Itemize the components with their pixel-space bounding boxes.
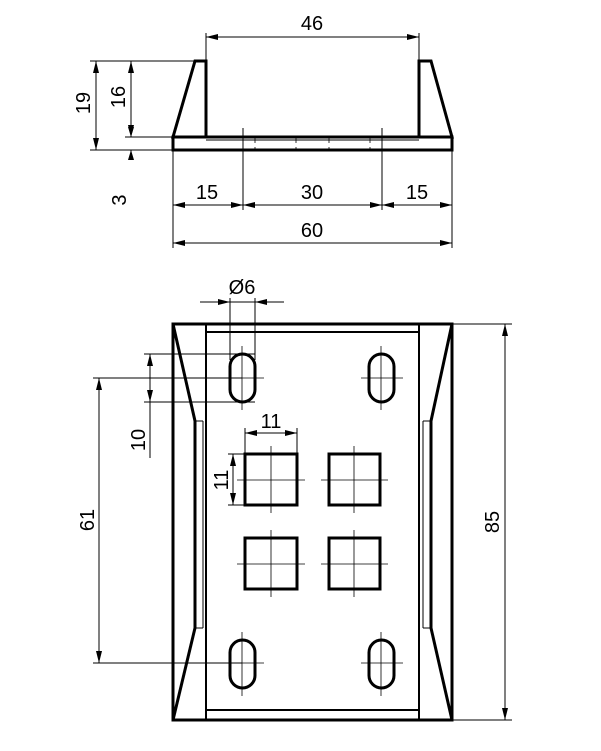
side-left-flange [171, 59, 208, 139]
dim-16-label: 16 [108, 86, 130, 108]
plan-view [171, 322, 454, 722]
dim-85-label: 85 [482, 511, 504, 533]
dim-10-label: 10 [128, 429, 150, 451]
dim-61: 61 [77, 377, 242, 664]
dim-15-left-label: 15 [196, 182, 218, 204]
side-base-plate [171, 135, 454, 152]
dim-11-horizontal: 11 [244, 411, 298, 454]
dim-46: 46 [205, 13, 420, 60]
plan-right-flange [422, 323, 454, 721]
square-centerlines [237, 446, 388, 597]
dim-46-label: 46 [301, 13, 323, 35]
dim-3-label: 3 [109, 194, 131, 205]
plan-outer-frame [171, 322, 454, 722]
dim-60: 60 [173, 220, 452, 246]
square-hole-top-right [327, 452, 382, 507]
dim-heights: 19 16 3 [73, 60, 195, 206]
dim-segments: 15 30 15 [172, 150, 453, 248]
plan-square-holes [243, 452, 382, 591]
dim-11-horizontal-label: 11 [261, 411, 282, 433]
slot-bottom-left [228, 638, 257, 690]
dim-diameter: Ø6 [200, 277, 284, 360]
side-hidden-holes [242, 128, 383, 158]
plan-slots [228, 352, 396, 690]
dim-85: 85 [452, 323, 512, 721]
plan-left-flange [171, 323, 204, 721]
slot-bottom-right [367, 638, 396, 690]
side-view [171, 59, 454, 158]
dim-61-label: 61 [77, 509, 99, 531]
dim-19-label: 19 [73, 92, 95, 114]
dim-30-label: 30 [301, 182, 323, 204]
dim-60-label: 60 [301, 220, 323, 242]
dim-15-right-label: 15 [406, 182, 428, 204]
side-right-flange [417, 59, 454, 139]
dim-diameter-label: Ø6 [229, 277, 256, 299]
dim-11-vertical-label: 11 [211, 470, 233, 491]
plan-inner-plate [205, 331, 420, 711]
dim-11-vertical: 11 [211, 453, 245, 506]
dim-10: 10 [128, 353, 255, 458]
square-hole-bottom-right [327, 536, 382, 591]
